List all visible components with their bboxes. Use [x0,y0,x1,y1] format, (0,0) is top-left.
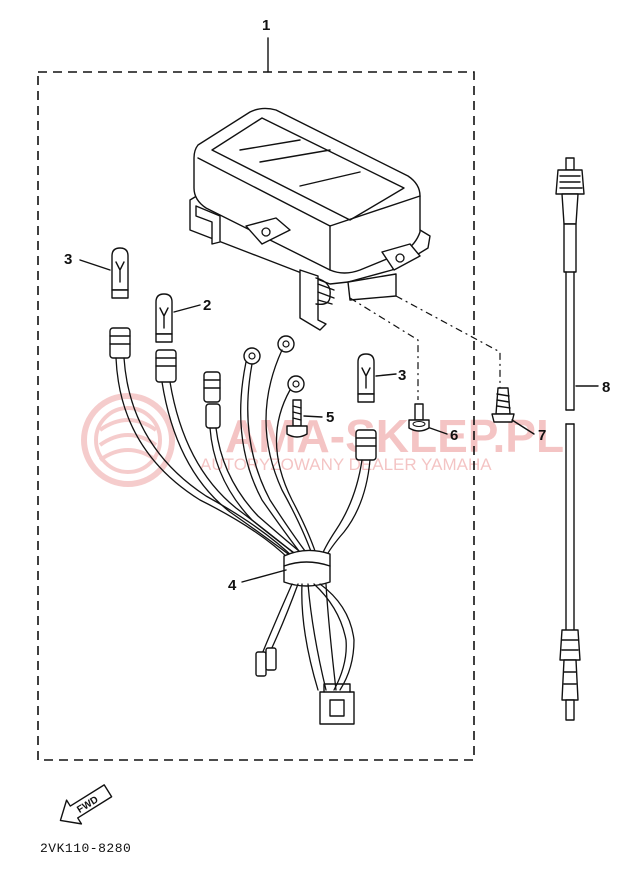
wire-harness [109,327,377,725]
callout-4: 4 [228,577,237,594]
ring-terminal-3 [287,375,305,393]
speedometer-cable [555,157,585,721]
watermark-logo-icon [81,393,175,487]
socket-left [109,327,131,359]
leader-3-right [375,373,397,377]
fwd-arrow-icon: FWD [59,784,113,825]
screw-5 [286,399,308,438]
assembly-boundary [37,71,475,761]
leader-5 [303,415,323,418]
bulb-3-right [357,353,375,403]
harness-band [283,549,331,587]
leader-6 [429,427,448,435]
callout-3-right: 3 [398,367,406,384]
callout-2: 2 [203,297,211,314]
meter-housing [189,107,431,331]
bulb-3-left [111,247,129,299]
bulb-2 [155,293,173,343]
callout-3-left: 3 [64,251,72,268]
leader-4 [241,569,287,583]
callout-6: 6 [450,427,458,444]
socket-small [203,371,221,403]
socket-right [355,429,377,461]
leader-7 [511,419,535,435]
leader-screw-6 [349,297,419,400]
part-code: 2VK110-8280 [40,841,131,856]
coupler [319,683,355,725]
watermark: AMA-SKLEP.PL AUTORYZOWANY DEALER YAMAHA [81,393,564,487]
callout-5: 5 [326,409,334,426]
screw-6 [408,403,430,432]
leader-3-left [79,259,111,271]
leader-2 [173,304,201,313]
ring-terminal-2 [277,335,295,353]
leader-screw-7 [395,295,501,390]
callout-8: 8 [602,379,610,396]
callout-7: 7 [538,427,546,444]
watermark-sub: AUTORYZOWANY DEALER YAMAHA [200,455,492,474]
screw-7 [491,387,515,423]
callout-1: 1 [262,17,270,34]
ring-terminal-1 [243,347,261,365]
